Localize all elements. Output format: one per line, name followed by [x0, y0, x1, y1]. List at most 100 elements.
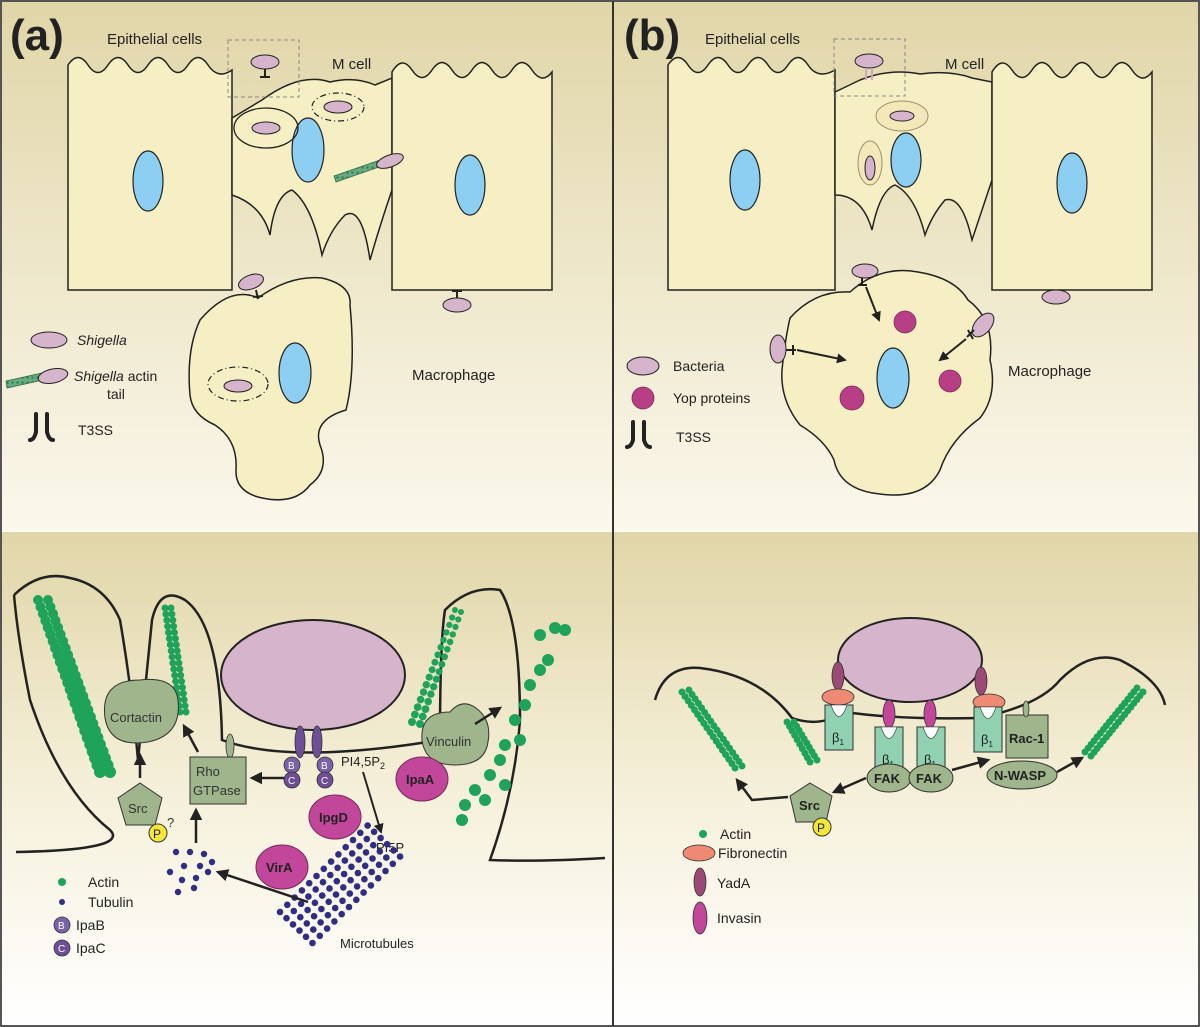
microtubule-subunit: [347, 876, 354, 884]
microtubule-subunit: [370, 828, 378, 836]
actin-monomer: [455, 616, 462, 623]
b-src: [789, 782, 833, 823]
b-arrow-top: [865, 286, 881, 322]
a-legend-actin-label: Actin: [88, 874, 119, 890]
a-microtubules-label: Microtubules: [340, 936, 414, 951]
microtubule-subunit: [396, 853, 404, 860]
b-arrow-nwasp-actin: [1056, 756, 1085, 774]
panel-a-label: (a): [10, 11, 64, 60]
microtubule-subunit: [312, 886, 320, 893]
b-yada-1: [831, 661, 845, 691]
b-src-phospho-label: P: [817, 821, 825, 835]
b-legend-invasin-icon: [692, 901, 708, 935]
actin-monomer: [165, 629, 172, 636]
actin-monomer: [559, 624, 571, 636]
microtubule-subunit: [375, 861, 383, 869]
a-src-question: ?: [167, 815, 174, 830]
a-right-cell-t3ss: [452, 290, 462, 298]
actin-monomer: [104, 766, 116, 778]
b-right-cell-bacterium: [1041, 289, 1071, 305]
b-yop-protein-3: [938, 369, 962, 393]
microtubule-subunit: [360, 889, 367, 896]
a-src-phospho-label: P: [153, 827, 161, 841]
a-cortactin-label: Cortactin: [110, 710, 162, 725]
b-t3ss-right: [966, 329, 975, 340]
a-gtpase-label: GTPase: [193, 783, 241, 798]
a-legend-tail-label: Shigella actin: [74, 368, 157, 384]
a-rho-label: Rho: [196, 764, 220, 779]
b-src-label: Src: [799, 798, 820, 813]
microtubule-subunit: [332, 891, 340, 898]
a-bottom-bacterium: [220, 619, 406, 731]
microtubule-subunit: [327, 858, 335, 865]
a-legend-tail-label-line2: tail: [107, 386, 125, 402]
actin-monomer: [469, 784, 481, 796]
microtubule-subunit: [297, 913, 304, 921]
a-macrophage-label: Macrophage: [412, 367, 495, 384]
b-legend-yada-label: YadA: [717, 875, 751, 891]
microtubule-subunit: [331, 904, 339, 912]
a-ipaa-label: IpaA: [406, 772, 435, 787]
actin-monomer: [806, 758, 814, 766]
actin-monomer: [178, 677, 186, 685]
microtubule-subunit: [276, 908, 284, 916]
actin-monomer: [176, 665, 184, 673]
a-microtubule: [276, 822, 404, 947]
b-m-cell-side-bacterium: [864, 155, 876, 181]
actin-monomer: [459, 799, 471, 811]
a-legend-ipab-label: IpaB: [76, 917, 105, 933]
panel-a-top: (a) Epithelial cells M cell Macrophage: [5, 11, 553, 501]
b-top-bacterium: [854, 53, 884, 69]
microtubule-subunit: [353, 896, 360, 904]
actin-monomer: [177, 671, 185, 679]
a-legend-shigella-label: Shigella: [77, 332, 127, 348]
b-arrow-left: [796, 349, 847, 364]
microtubule-subunit: [320, 865, 328, 873]
microtubule-subunit: [324, 911, 332, 919]
a-rho-gtpase: [189, 756, 247, 805]
microtubule-subunit: [368, 868, 376, 876]
b-src-phospho: [812, 817, 832, 837]
a-src: [117, 782, 163, 826]
a-top-bacterium: [250, 54, 280, 70]
tubulin-dimer: [174, 888, 182, 896]
microtubule-subunit: [363, 835, 371, 843]
actin-monomer: [519, 699, 531, 711]
a-pi45p2-label: PI4,5P2: [341, 754, 385, 771]
microtubule-subunit: [348, 850, 356, 857]
b-fak-2: [908, 763, 954, 793]
tubulin-dimer: [180, 862, 188, 870]
a-right-cell-bacterium: [442, 297, 472, 313]
a-ipab-1-label: B: [288, 761, 295, 772]
actin-monomer: [408, 718, 416, 726]
actin-monomer: [179, 684, 186, 691]
actin-monomer: [171, 635, 179, 643]
microtubule-subunit: [357, 829, 364, 837]
actin-monomer: [167, 647, 175, 655]
tubulin-dimer: [172, 848, 180, 856]
a-host-membrane-left: [12, 594, 115, 854]
b-arrow-right: [938, 338, 967, 362]
actin-monomer: [164, 622, 172, 630]
microtubule-subunit: [340, 870, 348, 878]
actin-monomer: [175, 659, 183, 667]
actin-monomer: [413, 703, 422, 711]
a-legend-ipac-letter: C: [58, 944, 65, 955]
actin-monomer: [421, 705, 430, 713]
microtubule-subunit: [305, 879, 313, 887]
b-macrophage-label: Macrophage: [1008, 363, 1091, 380]
actin-monomer: [435, 668, 443, 676]
a-macrophage: [188, 276, 353, 501]
tubulin-dimer: [166, 868, 174, 876]
a-m-cell-vacuole-bacterium: [323, 100, 353, 114]
actin-monomer: [438, 660, 446, 668]
actin-monomer: [169, 616, 177, 624]
b-legend-yada-icon: [693, 867, 707, 897]
microtubule-subunit: [345, 903, 353, 911]
microtubule-subunit: [326, 885, 333, 892]
a-ipab-2-label: B: [321, 761, 328, 772]
actin-monomer: [443, 629, 450, 636]
microtubule-subunit: [383, 854, 390, 861]
actin-monomer: [168, 610, 176, 618]
b-yop-protein-2: [839, 385, 865, 411]
